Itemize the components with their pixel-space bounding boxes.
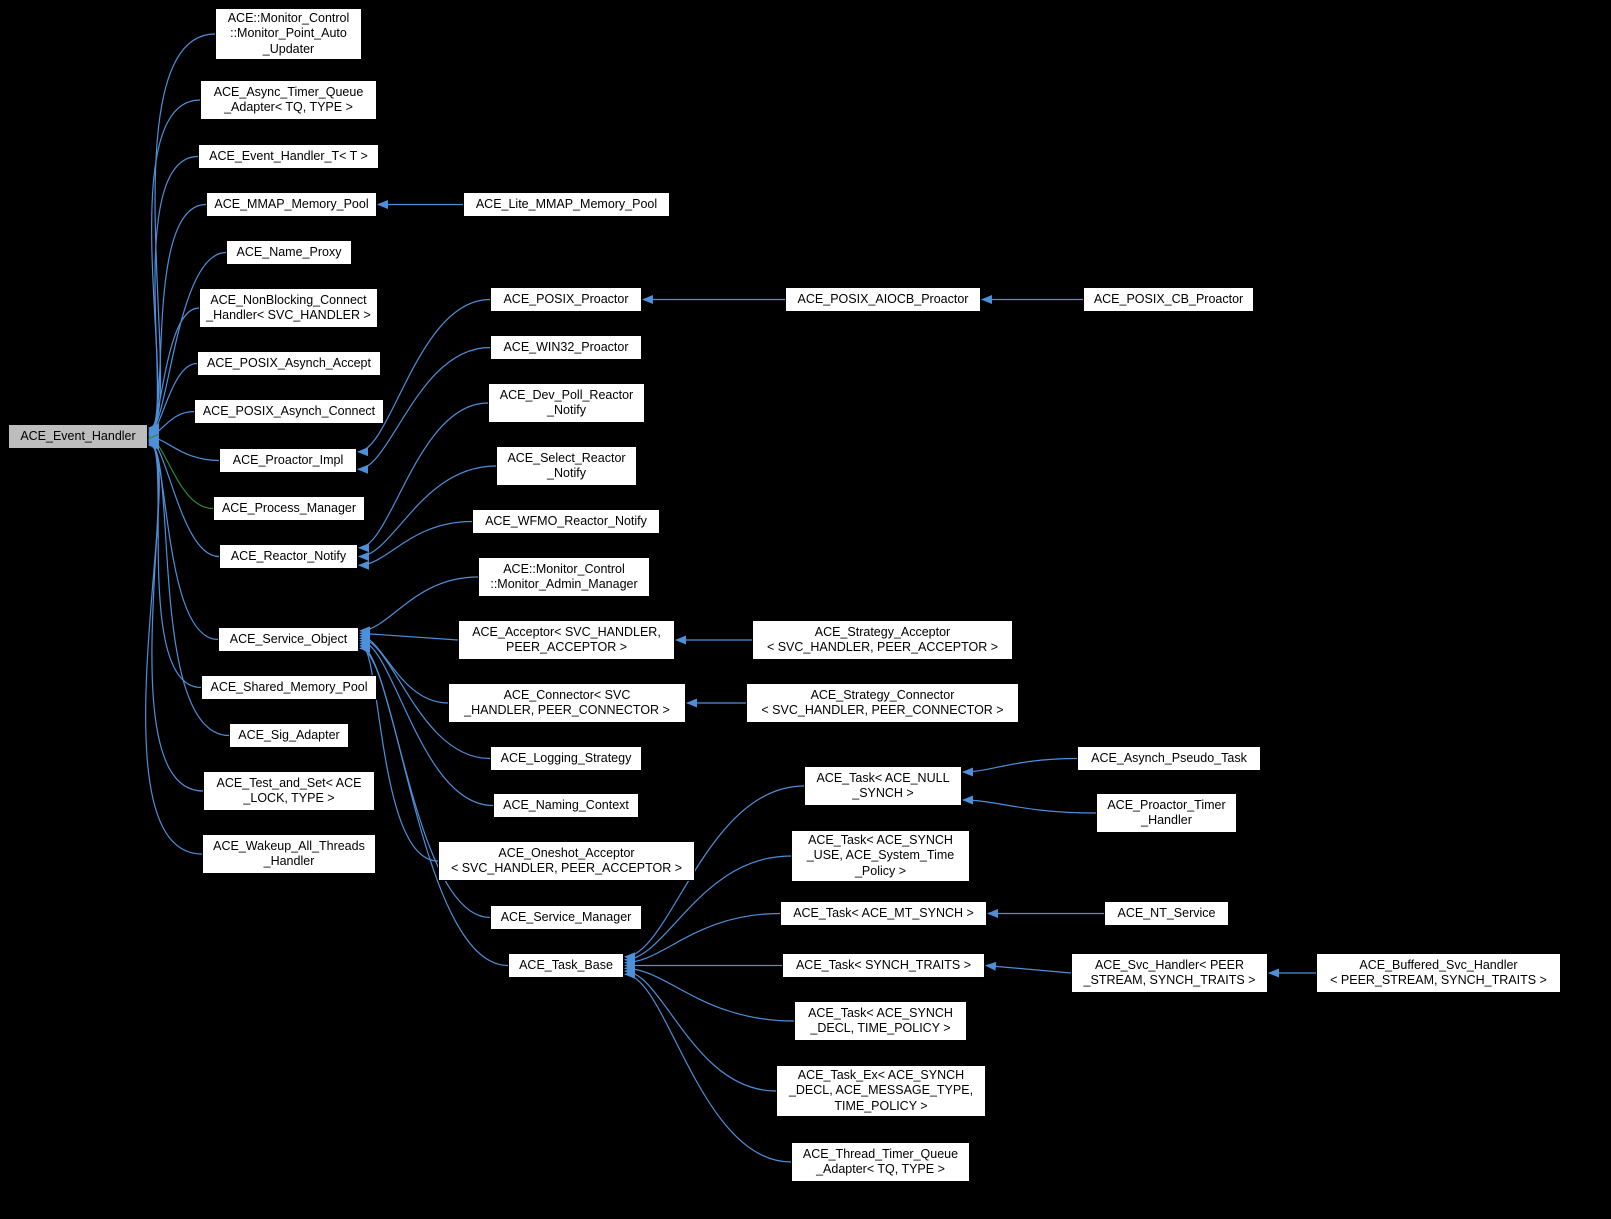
class-node-posix-asynch-connect[interactable]: ACE_POSIX_Asynch_Connect <box>194 399 384 424</box>
class-node-win32-proactor[interactable]: ACE_WIN32_Proactor <box>490 335 642 360</box>
class-node-posix-cb-proactor[interactable]: ACE_POSIX_CB_Proactor <box>1083 287 1254 312</box>
class-node-event-handler-t[interactable]: ACE_Event_Handler_T< T > <box>198 144 379 169</box>
class-node-naming-context[interactable]: ACE_Naming_Context <box>493 793 639 818</box>
class-node-select-reactor-notify[interactable]: ACE_Select_Reactor _Notify <box>496 446 637 486</box>
class-node-wfmo-reactor-notify[interactable]: ACE_WFMO_Reactor_Notify <box>472 509 660 534</box>
class-node-acceptor[interactable]: ACE_Acceptor< SVC_HANDLER, PEER_ACCEPTOR… <box>458 620 675 660</box>
class-node-logging-strategy[interactable]: ACE_Logging_Strategy <box>490 746 642 771</box>
class-node-sig-adapter[interactable]: ACE_Sig_Adapter <box>229 723 349 748</box>
class-node-proactor-impl[interactable]: ACE_Proactor_Impl <box>219 448 357 473</box>
class-node-buffered-svc-handler[interactable]: ACE_Buffered_Svc_Handler < PEER_STREAM, … <box>1316 953 1561 993</box>
class-node-reactor-notify[interactable]: ACE_Reactor_Notify <box>219 544 358 569</box>
class-node-strategy-connector[interactable]: ACE_Strategy_Connector < SVC_HANDLER, PE… <box>746 683 1019 723</box>
class-node-nt-service[interactable]: ACE_NT_Service <box>1104 901 1229 926</box>
class-node-lite-mmap-memory-pool[interactable]: ACE_Lite_MMAP_Memory_Pool <box>463 192 670 217</box>
class-node-mmap-memory-pool[interactable]: ACE_MMAP_Memory_Pool <box>206 192 377 217</box>
class-node-task-mt-synch[interactable]: ACE_Task< ACE_MT_SYNCH > <box>780 901 987 926</box>
class-node-oneshot-acceptor[interactable]: ACE_Oneshot_Acceptor < SVC_HANDLER, PEER… <box>438 841 695 881</box>
class-node-task-ex[interactable]: ACE_Task_Ex< ACE_SYNCH _DECL, ACE_MESSAG… <box>776 1065 986 1117</box>
class-node-process-manager[interactable]: ACE_Process_Manager <box>213 496 365 521</box>
class-node-service-manager[interactable]: ACE_Service_Manager <box>490 905 642 930</box>
class-node-thread-timer-queue-adapter[interactable]: ACE_Thread_Timer_Queue _Adapter< TQ, TYP… <box>791 1142 970 1182</box>
class-node-name-proxy[interactable]: ACE_Name_Proxy <box>226 240 352 265</box>
class-node-test-and-set[interactable]: ACE_Test_and_Set< ACE _LOCK, TYPE > <box>203 771 375 811</box>
class-node-nonblocking-connect-handler[interactable]: ACE_NonBlocking_Connect _Handler< SVC_HA… <box>199 288 378 328</box>
class-node-monitor-admin-manager[interactable]: ACE::Monitor_Control ::Monitor_Admin_Man… <box>478 557 650 597</box>
class-node-connector[interactable]: ACE_Connector< SVC _HANDLER, PEER_CONNEC… <box>448 683 686 723</box>
class-node-asynch-pseudo-task[interactable]: ACE_Asynch_Pseudo_Task <box>1077 746 1261 771</box>
class-node-posix-asynch-accept[interactable]: ACE_POSIX_Asynch_Accept <box>197 351 381 376</box>
class-node-svc-handler[interactable]: ACE_Svc_Handler< PEER _STREAM, SYNCH_TRA… <box>1071 953 1268 993</box>
class-node-async-timer-queue-adapter[interactable]: ACE_Async_Timer_Queue _Adapter< TQ, TYPE… <box>200 80 377 120</box>
class-node-dev-poll-reactor-notify[interactable]: ACE_Dev_Poll_Reactor _Notify <box>488 383 645 423</box>
class-node-wakeup-all-threads-handler[interactable]: ACE_Wakeup_All_Threads _Handler <box>202 834 376 874</box>
class-node-proactor-timer-handler[interactable]: ACE_Proactor_Timer _Handler <box>1096 793 1237 833</box>
class-node-monitor-point-auto-updater[interactable]: ACE::Monitor_Control ::Monitor_Point_Aut… <box>215 8 362 60</box>
class-node-strategy-acceptor[interactable]: ACE_Strategy_Acceptor < SVC_HANDLER, PEE… <box>752 620 1013 660</box>
class-node-task-synch-traits[interactable]: ACE_Task< SYNCH_TRAITS > <box>782 953 985 978</box>
class-node-posix-aiocb-proactor[interactable]: ACE_POSIX_AIOCB_Proactor <box>785 287 981 312</box>
class-node-task-base[interactable]: ACE_Task_Base <box>508 953 624 978</box>
class-node-event-handler: ACE_Event_Handler <box>8 424 148 449</box>
class-node-task-synch-decl[interactable]: ACE_Task< ACE_SYNCH _DECL, TIME_POLICY > <box>794 1001 967 1041</box>
class-node-task-null-synch[interactable]: ACE_Task< ACE_NULL _SYNCH > <box>804 766 962 806</box>
class-node-service-object[interactable]: ACE_Service_Object <box>218 627 359 652</box>
class-node-task-synch-use[interactable]: ACE_Task< ACE_SYNCH _USE, ACE_System_Tim… <box>791 830 970 882</box>
class-node-posix-proactor[interactable]: ACE_POSIX_Proactor <box>490 287 642 312</box>
class-node-shared-memory-pool[interactable]: ACE_Shared_Memory_Pool <box>201 675 377 700</box>
